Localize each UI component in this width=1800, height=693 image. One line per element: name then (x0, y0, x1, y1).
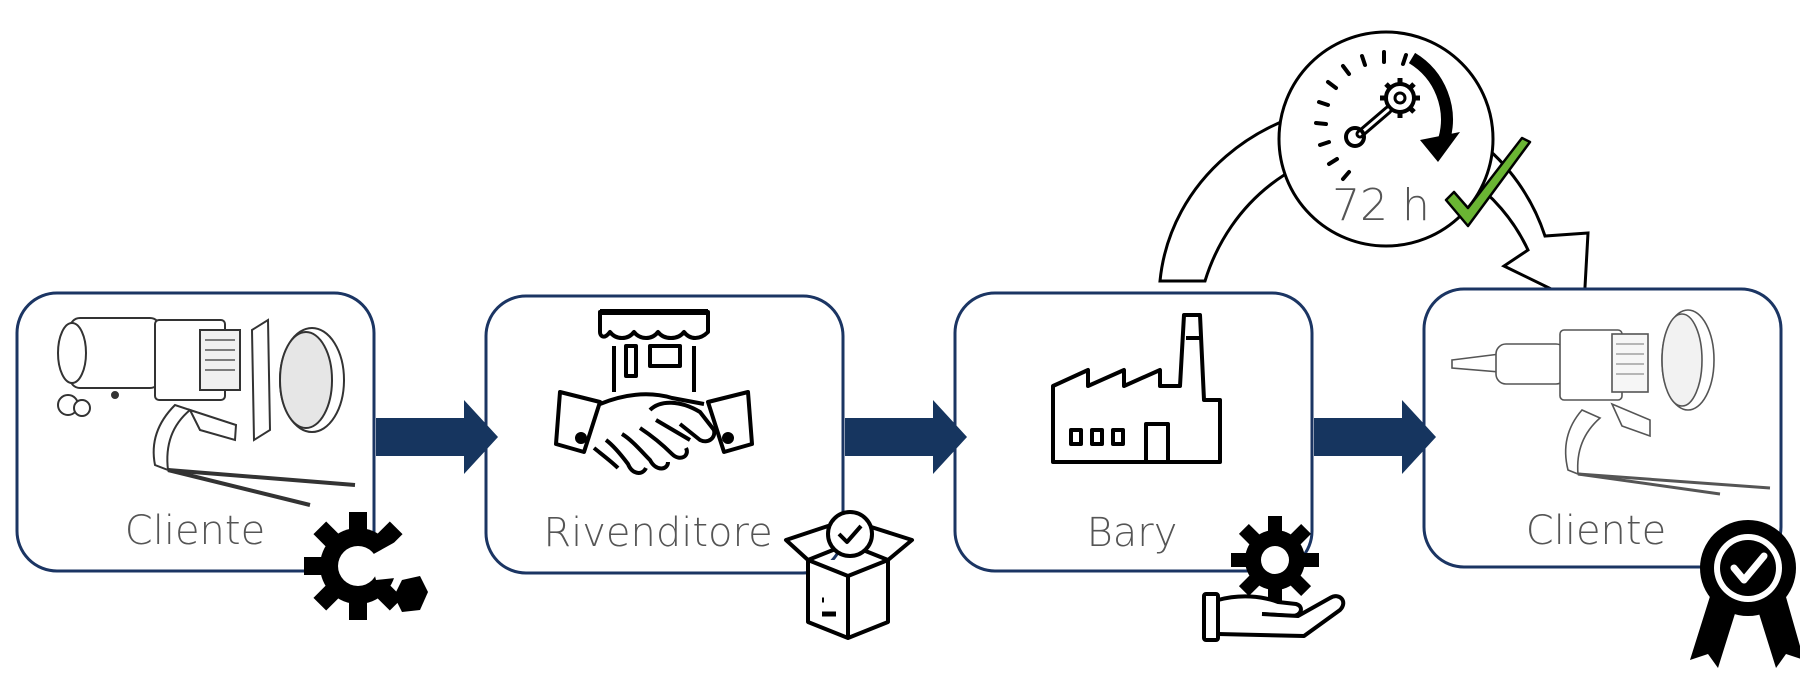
turnaround-badge: 72 h (1277, 30, 1532, 248)
green-checkmark-icon (1444, 136, 1532, 228)
package-check-icon (784, 510, 914, 640)
shop-handshake-icon (554, 309, 754, 475)
step-4-label: Cliente (1526, 508, 1666, 554)
factory-icon (1051, 313, 1222, 464)
broken-gear-icon (304, 512, 428, 620)
flow-arrow-1 (376, 400, 498, 474)
gear-service-hand-icon (1202, 516, 1346, 642)
award-check-icon (1690, 520, 1800, 668)
step-3-label: Bary (1087, 510, 1178, 556)
flow-arrow-2 (845, 400, 967, 474)
stopwatch-wrench-gear-icon (1314, 50, 1460, 181)
step-1-label: Cliente (125, 508, 265, 554)
step-2-label: Rivenditore (543, 510, 772, 556)
turnaround-time-label: 72 h (1332, 180, 1430, 231)
flow-arrow-3 (1314, 400, 1436, 474)
repaired-machine-illustration (1451, 309, 1771, 496)
damaged-machine-illustration (57, 317, 356, 507)
